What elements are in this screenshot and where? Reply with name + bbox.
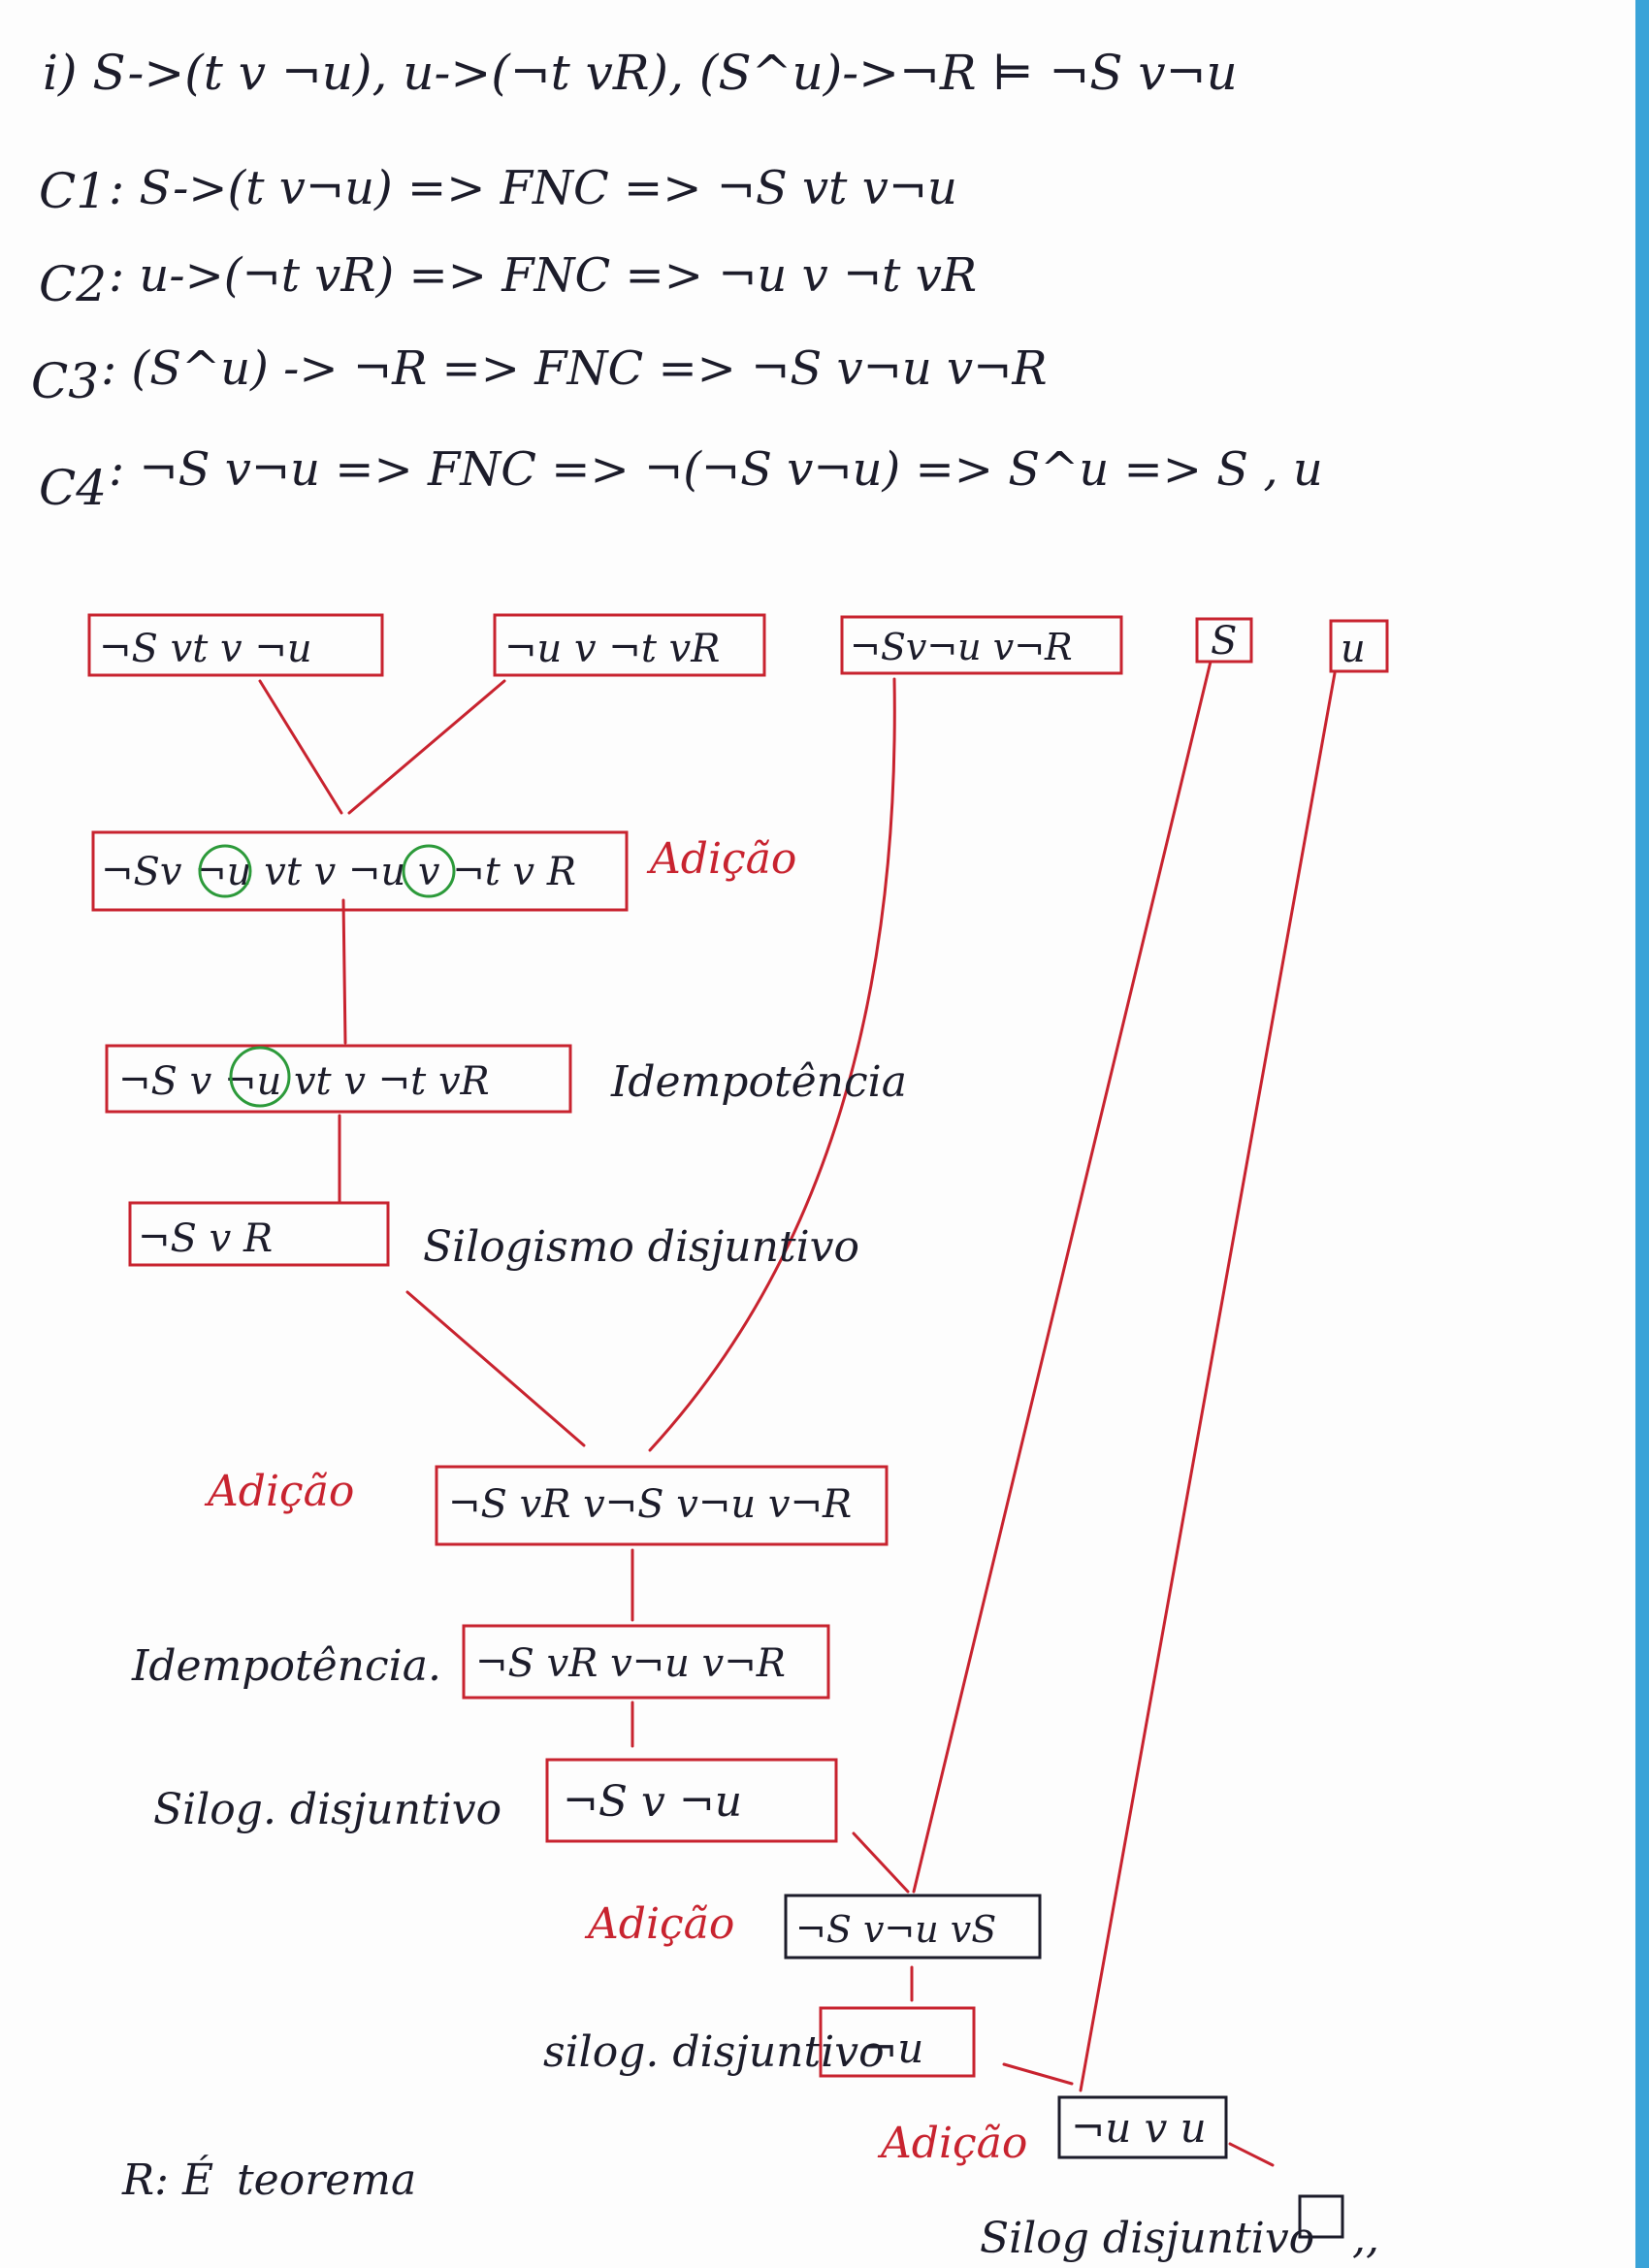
link-n1-n2 [341, 898, 347, 1045]
node-n1-text: ¬Sv ¬u vt v ¬u v ¬t v R [101, 850, 576, 894]
node-n2-text: ¬S v ¬u vt v ¬t vR [118, 1059, 490, 1104]
rule-label: Adição [584, 1899, 734, 1949]
clause-label: C3 [31, 353, 99, 409]
node-n8-box [819, 2006, 976, 2078]
answer-word: teorema [237, 2155, 416, 2205]
answer-prefix: R: É [121, 2154, 213, 2205]
clause-c1: C1 : S->(t v¬u) => FNC => ¬S vt v¬u [39, 161, 957, 219]
node-n7-text: ¬S v¬u vS [795, 1908, 996, 1951]
node-c3-text: ¬Sv¬u v¬R [850, 626, 1073, 668]
node-n5-text: ¬S vR v¬u v¬R [475, 1641, 786, 1686]
link-c3-n4 [648, 677, 896, 1452]
rule-label: silog. disjuntivo [543, 2027, 885, 2077]
node-n6-text: ¬S v ¬u [563, 1777, 742, 1827]
node-n2-box [105, 1044, 572, 1114]
node-n3: ¬S v R Silogismo disjuntivo [128, 1201, 859, 1272]
highlight-circle [198, 844, 252, 898]
clause-text: : u->(¬t vR) => FNC => ¬u v ¬t vR [109, 248, 977, 303]
link-n6-n7 [852, 1831, 910, 1894]
highlight-circle [402, 844, 456, 898]
node-n7: Adição ¬S v¬u vS [584, 1894, 1042, 1960]
link-c2-n1 [347, 679, 506, 815]
node-n6: Silog. disjuntivo ¬S v ¬u [153, 1758, 838, 1843]
node-c3-box [840, 615, 1123, 675]
rule-label: Silogismo disjuntivo [423, 1222, 859, 1272]
node-n8-text: ¬u [863, 2025, 923, 2072]
rule-label: Adição [877, 2119, 1027, 2168]
node-n8: silog. disjuntivo ¬u [543, 2006, 976, 2078]
rule-label: Adição [204, 1467, 354, 1516]
link-c4a-n7 [912, 660, 1212, 1894]
link-n8-n9 [1002, 2062, 1074, 2086]
node-n9: Adição ¬u v u [877, 2095, 1228, 2168]
empty-clause-box [1298, 2194, 1344, 2239]
node-n4-text: ¬S vR v¬S v¬u v¬R [448, 1482, 852, 1527]
node-c4a-text: S [1211, 619, 1237, 664]
answer: R: É teorema [121, 2154, 416, 2205]
node-n10: Silog disjuntivo ,, [980, 2194, 1379, 2263]
link-c4b-n9 [1079, 671, 1337, 2092]
node-c2-box [493, 613, 766, 677]
highlight-circle [229, 1046, 291, 1108]
node-c4b: u [1329, 619, 1389, 673]
link-n9-end [1228, 2142, 1275, 2167]
clause-text: : (S^u) -> ¬R => FNC => ¬S v¬u v¬R [101, 341, 1048, 396]
node-c1-text: ¬S vt v ¬u [99, 627, 312, 671]
rule-label: Adição [646, 834, 796, 884]
problem-statement: i) S->(t v ¬u), u->(¬t vR), (S^u)->¬R ⊨ … [43, 45, 1238, 101]
node-n1-box [91, 830, 629, 912]
clause-label: C2 [39, 256, 107, 312]
node-n9-box [1057, 2095, 1228, 2159]
node-c1-box [87, 613, 384, 677]
node-c4b-text: u [1341, 627, 1366, 671]
clause-c3: C3 : (S^u) -> ¬R => FNC => ¬S v¬u v¬R [31, 341, 1048, 409]
rule-label: Silog. disjuntivo [153, 1785, 501, 1834]
clause-label: C4 [39, 460, 107, 516]
node-c4a: S [1195, 617, 1253, 664]
node-n9-text: ¬u v u [1071, 2104, 1207, 2152]
clause-c4: C4 : ¬S v¬u => FNC => ¬(¬S v¬u) => S^u =… [39, 442, 1323, 516]
clause-label: C1 [39, 163, 107, 219]
node-n1: ¬Sv ¬u vt v ¬u v ¬t v R Adição [91, 830, 796, 912]
node-c4a-box [1195, 617, 1253, 664]
rule-label: Idempotência. [131, 1641, 441, 1691]
node-n5-box [462, 1624, 830, 1700]
end-mark: ,, [1352, 2214, 1379, 2263]
link-c1-n1 [258, 679, 343, 815]
node-n7-box [784, 1894, 1042, 1960]
node-n3-box [128, 1201, 390, 1267]
link-n3-n4 [405, 1290, 586, 1447]
clause-c2: C2 : u->(¬t vR) => FNC => ¬u v ¬t vR [39, 248, 977, 312]
node-n3-text: ¬S v R [138, 1216, 273, 1261]
node-n6-box [545, 1758, 838, 1843]
clause-text: : ¬S v¬u => FNC => ¬(¬S v¬u) => S^u => S… [109, 442, 1323, 497]
connectors [258, 660, 1337, 2167]
page-edge [1635, 0, 1649, 2268]
node-c2: ¬u v ¬t vR [493, 613, 766, 677]
node-c2-text: ¬u v ¬t vR [504, 627, 720, 671]
node-n4-box [435, 1465, 889, 1546]
node-c3: ¬Sv¬u v¬R [840, 615, 1123, 675]
clause-text: : S->(t v¬u) => FNC => ¬S vt v¬u [109, 161, 957, 215]
rule-label: Idempotência [610, 1057, 907, 1107]
rule-label: Silog disjuntivo [980, 2214, 1314, 2263]
node-c1: ¬S vt v ¬u [87, 613, 384, 677]
node-n2: ¬S v ¬u vt v ¬t vR Idempotência [105, 1044, 907, 1114]
node-n5: Idempotência. ¬S vR v¬u v¬R [131, 1624, 830, 1700]
node-c4b-box [1329, 619, 1389, 673]
node-n4: Adição ¬S vR v¬S v¬u v¬R [204, 1465, 889, 1546]
